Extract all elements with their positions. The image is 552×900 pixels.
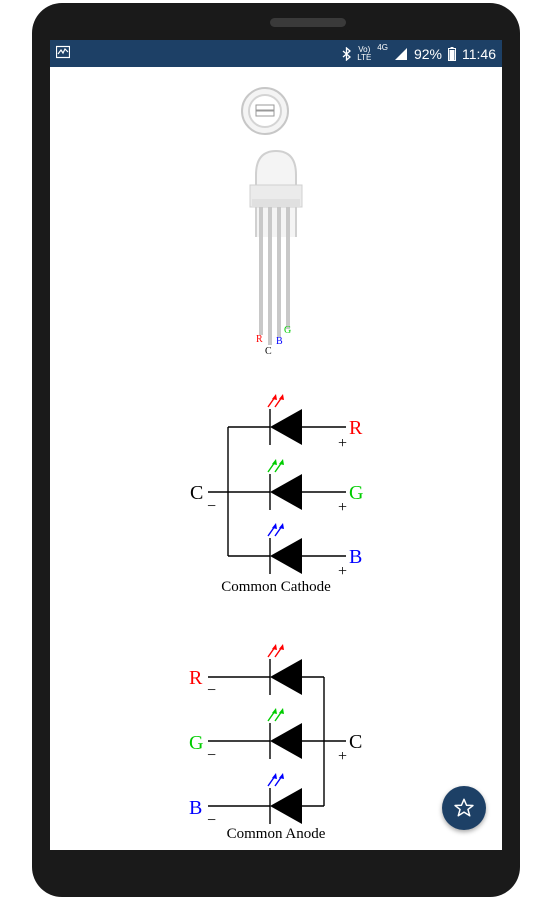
diode-b (267, 523, 302, 574)
diode-g (267, 459, 302, 510)
anode-sign-g: − (207, 747, 216, 764)
star-icon (454, 798, 474, 817)
caption-common-anode: Common Anode (226, 826, 326, 842)
cathode-common-label: C (190, 482, 203, 504)
status-bar: Vo) LTE 4G 92% 11:46 (50, 40, 502, 67)
pin-label-r: R (256, 334, 263, 345)
cathode-label-r: R (349, 417, 363, 439)
activity-icon (56, 45, 70, 59)
cathode-common-sign: − (207, 498, 216, 515)
favorite-button[interactable] (442, 786, 486, 830)
common-cathode-schematic: C − R + G + B + (190, 394, 363, 580)
cathode-sign-g: + (338, 499, 347, 516)
pin-label-g: G (284, 325, 291, 336)
anode-label-g: G (189, 732, 203, 754)
battery-icon (448, 47, 456, 61)
cathode-label-b: B (349, 546, 362, 568)
anode-diode-r (267, 644, 302, 695)
volte-indicator: Vo) LTE (357, 45, 372, 62)
screen: Vo) LTE 4G 92% 11:46 (50, 40, 502, 850)
pin-label-b: B (276, 336, 283, 347)
cathode-sign-r: + (338, 435, 347, 452)
anode-common-label: C (349, 731, 362, 753)
clock: 11:46 (462, 46, 496, 62)
anode-label-r: R (189, 667, 203, 689)
signal-icon (394, 48, 407, 60)
anode-label-b: B (189, 797, 202, 819)
cathode-sign-b: + (338, 563, 347, 580)
pin-label-c: C (265, 346, 272, 357)
caption-common-cathode: Common Cathode (221, 579, 331, 595)
anode-sign-b: − (207, 812, 216, 829)
anode-sign-r: − (207, 682, 216, 699)
network-type: 4G (377, 43, 388, 52)
bluetooth-icon (342, 47, 352, 61)
battery-percent: 92% (413, 46, 442, 62)
diode-r (267, 394, 302, 445)
common-anode-schematic: R − G − B − C + (189, 644, 362, 829)
anode-common-sign: + (338, 748, 347, 765)
content-area: R C B G (50, 67, 502, 850)
anode-diode-g (267, 708, 302, 759)
cathode-label-g: G (349, 482, 363, 504)
diagram-canvas: R C B G (189, 87, 363, 829)
led-top-view (241, 87, 289, 135)
speaker-grille (270, 18, 346, 27)
anode-diode-b (267, 773, 302, 824)
led-side-view: R C B G (249, 149, 303, 357)
